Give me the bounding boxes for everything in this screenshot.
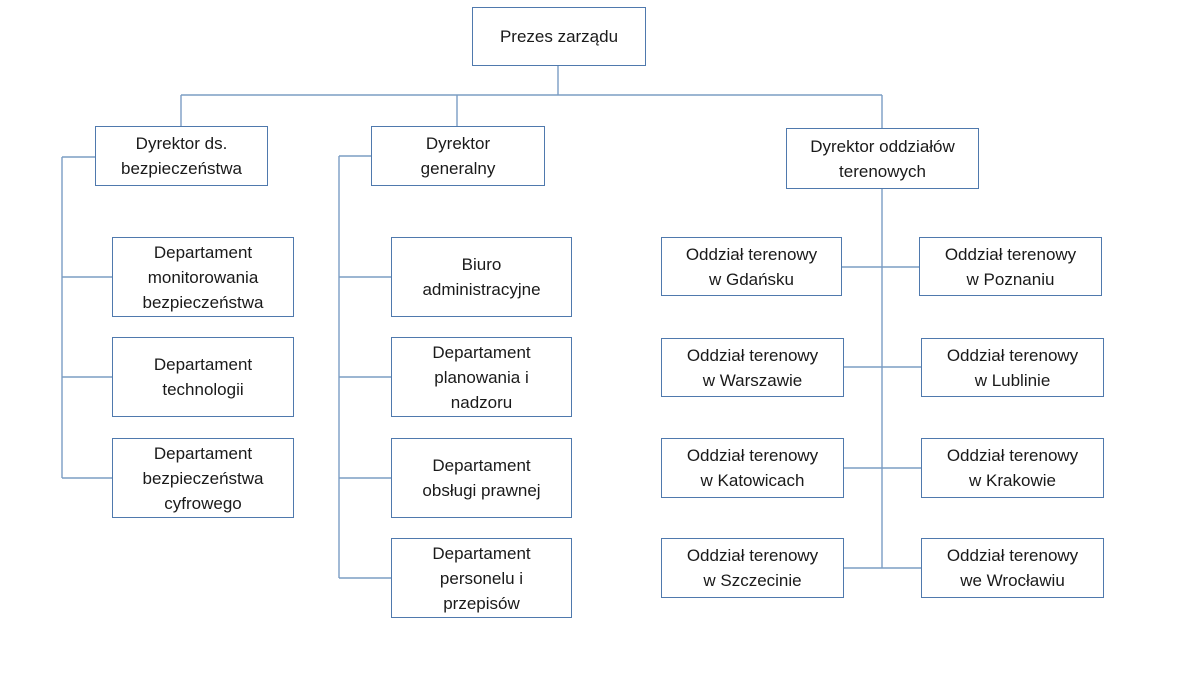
branch-poznan-box: Oddział terenowy w Poznaniu <box>919 237 1102 296</box>
general-dept-legal-box: Departament obsługi prawnej <box>391 438 572 518</box>
security-director-box: Dyrektor ds. bezpieczeństwa <box>95 126 268 186</box>
general-director-box: Dyrektor generalny <box>371 126 545 186</box>
branch-lublin-box: Oddział terenowy w Lublinie <box>921 338 1104 397</box>
general-dept-personnel-box: Departament personelu i przepisów <box>391 538 572 618</box>
branch-krakow-box: Oddział terenowy w Krakowie <box>921 438 1104 498</box>
branch-szczecin-box: Oddział terenowy w Szczecinie <box>661 538 844 598</box>
ceo-box: Prezes zarządu <box>472 7 646 66</box>
general-dept-planning-box: Departament planowania i nadzoru <box>391 337 572 417</box>
security-dept-technology-box: Departament technologii <box>112 337 294 417</box>
branch-wroclaw-box: Oddział terenowy we Wrocławiu <box>921 538 1104 598</box>
general-dept-admin-office-box: Biuro administracyjne <box>391 237 572 317</box>
branch-director-box: Dyrektor oddziałów terenowych <box>786 128 979 189</box>
branch-warszawa-box: Oddział terenowy w Warszawie <box>661 338 844 397</box>
security-dept-monitoring-box: Departament monitorowania bezpieczeństwa <box>112 237 294 317</box>
branch-gdansk-box: Oddział terenowy w Gdańsku <box>661 237 842 296</box>
branch-katowice-box: Oddział terenowy w Katowicach <box>661 438 844 498</box>
security-dept-cyber-box: Departament bezpieczeństwa cyfrowego <box>112 438 294 518</box>
